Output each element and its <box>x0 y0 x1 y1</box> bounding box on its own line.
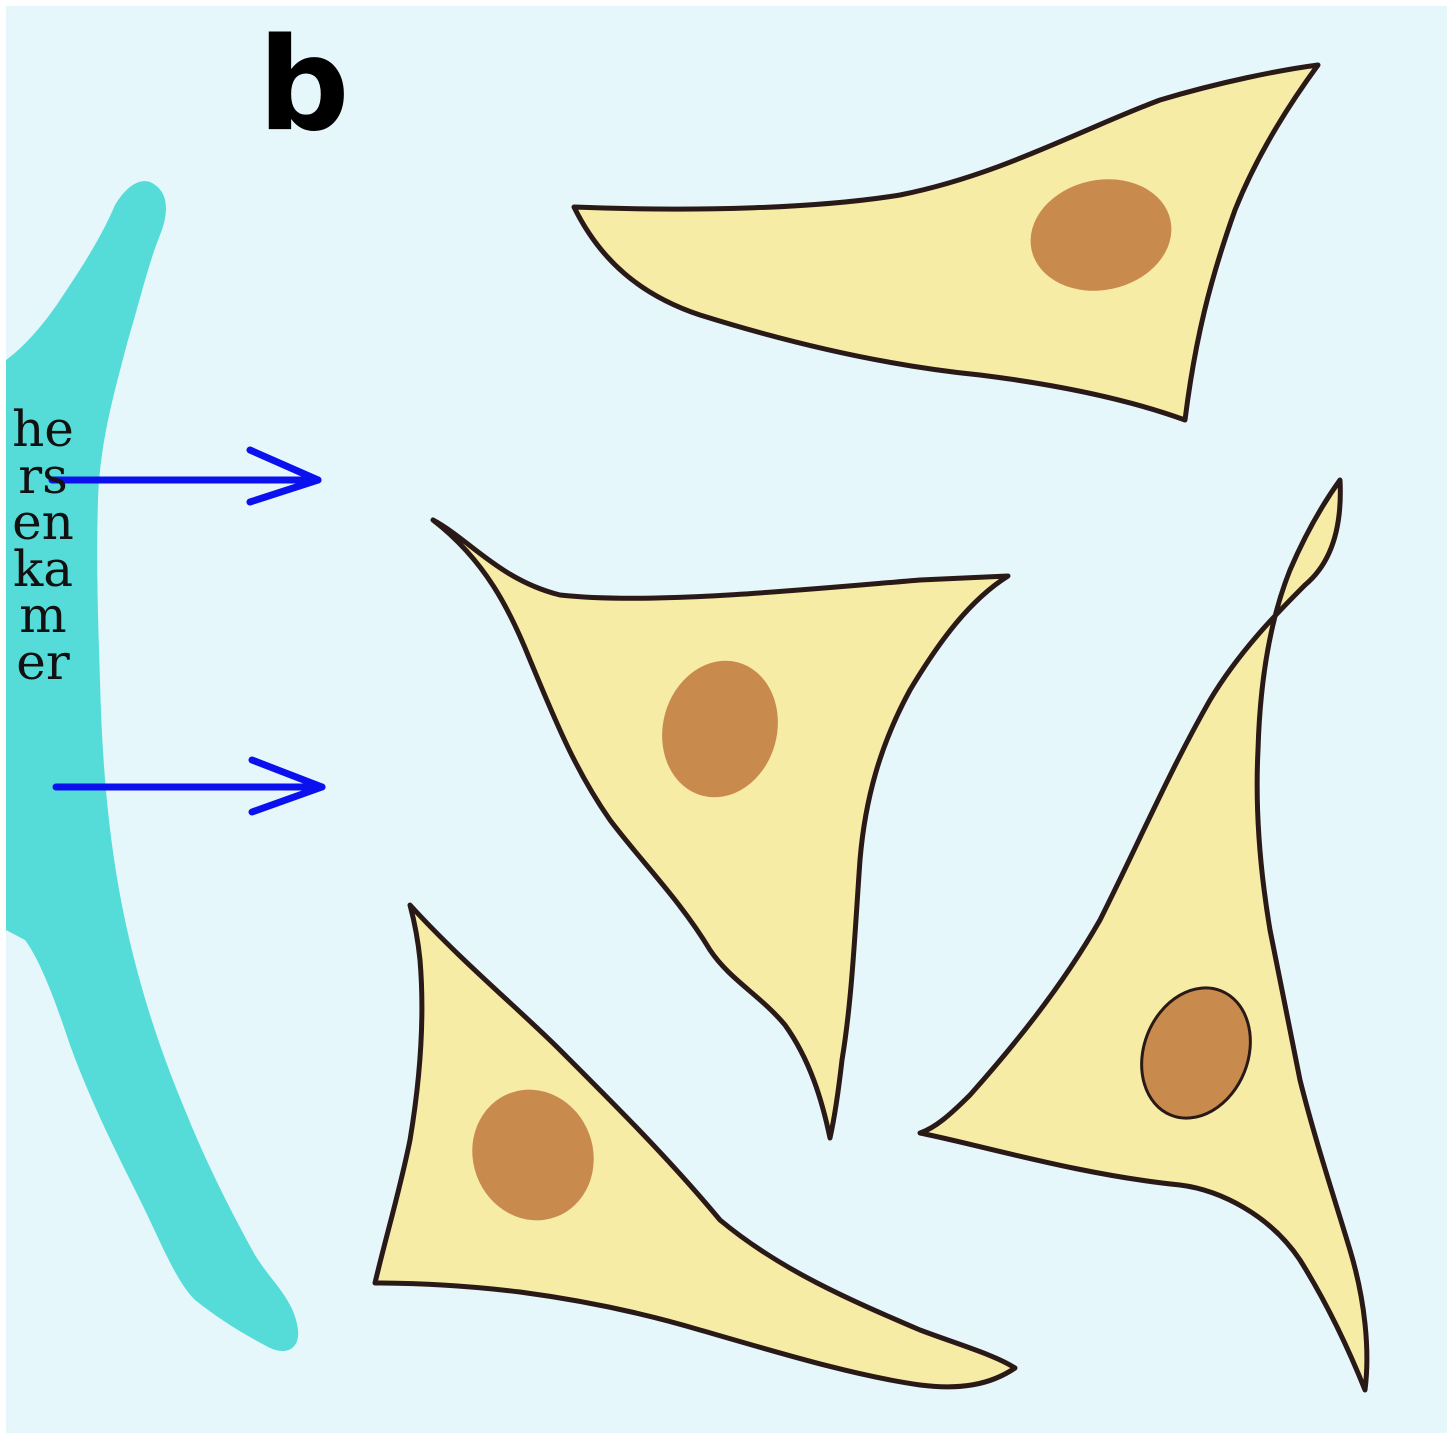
ventricle-label: hersenkamer <box>10 406 76 685</box>
panel-label: b <box>258 22 350 150</box>
